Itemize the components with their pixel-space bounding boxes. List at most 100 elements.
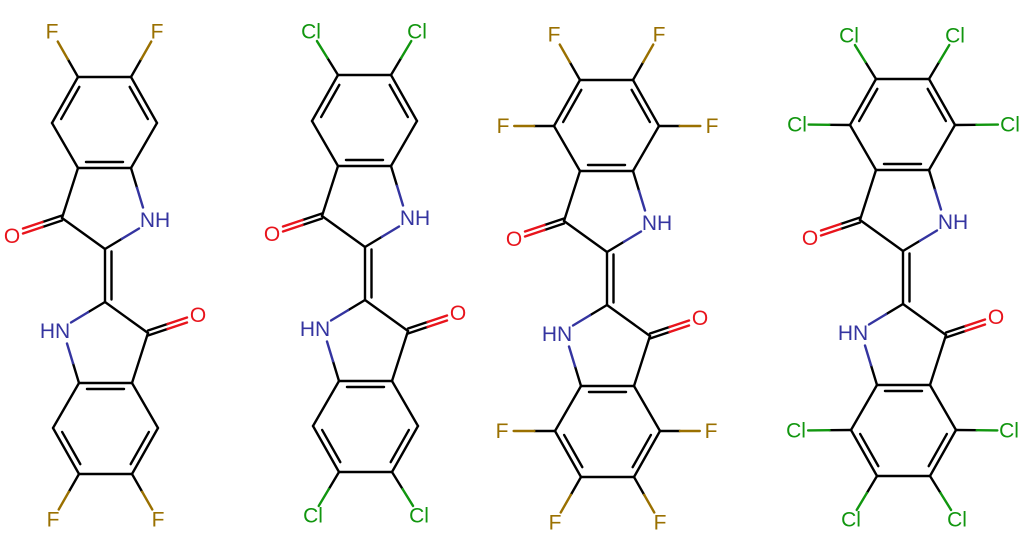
f-atom-top: F [46, 21, 59, 44]
nh-atom: HN [40, 320, 70, 343]
ring-bond [552, 78, 582, 128]
c-n-bond [363, 235, 384, 249]
carbonyl-bond-second [426, 314, 449, 324]
oxygen-atom: O [450, 302, 466, 325]
halogen-bond [927, 60, 941, 81]
carbonyl-bond [146, 327, 169, 337]
ring-bond [553, 384, 583, 433]
ring-bond-inner [128, 85, 150, 121]
carbonyl-bond [406, 325, 429, 335]
halogen-bond [66, 58, 80, 79]
ring-bond [51, 381, 81, 430]
c-n-bond [120, 227, 141, 240]
c-n-bond [103, 237, 124, 251]
ring-bond [130, 426, 160, 476]
cl-atom-bottom: Cl [841, 509, 861, 532]
halogen-bond [317, 487, 331, 508]
ring-bond [901, 302, 948, 337]
halogen-bond [558, 43, 572, 64]
ring-bond [390, 379, 420, 428]
ring-bond-inner [388, 83, 410, 119]
carbonyl-bond-second [281, 223, 304, 233]
ring-bond [928, 428, 958, 478]
ring-bond [632, 429, 662, 479]
c-n-bond [637, 189, 647, 212]
c-n-bond [395, 184, 405, 207]
halogen-bond [326, 56, 340, 77]
carbonyl-bond-second [146, 322, 169, 332]
carbonyl-bond-second [964, 318, 987, 328]
nh-atom: NH [938, 211, 968, 234]
cl-atom-top: Cl [407, 21, 427, 44]
c-n-bond [605, 240, 626, 254]
f-atom-bottom: F [152, 509, 165, 532]
ring-bond [848, 77, 878, 127]
carbonyl-bond-second [166, 316, 189, 326]
ring-bond [632, 334, 652, 388]
c-n-bond [86, 300, 107, 314]
nh-atom: NH [140, 209, 170, 232]
ring-bond-inner [320, 428, 342, 464]
ring-bond [51, 426, 81, 476]
c-n-bond [927, 168, 937, 191]
ring-bond [130, 381, 160, 430]
halogen-bond [559, 493, 573, 514]
ring-bond-inner [60, 430, 82, 466]
ring-bond [553, 429, 583, 479]
oxygen-atom: O [988, 306, 1004, 329]
halogen-bond [928, 474, 942, 495]
nh-atom: HN [300, 318, 330, 341]
carbonyl-bond [839, 216, 862, 226]
carbonyl-bond [426, 319, 449, 329]
cl-atom-bottom: Cl [303, 505, 323, 528]
c-n-bond [135, 186, 145, 209]
cl-atom-bottom: Cl [409, 505, 429, 528]
carbonyl-bond [819, 222, 842, 232]
c-n-bond [588, 303, 609, 317]
f-atom-top: F [706, 115, 719, 138]
oxygen-atom: O [190, 304, 206, 327]
ring-bond [310, 73, 340, 123]
ring-bond [390, 424, 420, 474]
ring-bond [631, 124, 661, 173]
oxygen-atom: O [264, 223, 280, 246]
cl-atom-bottom: Cl [786, 420, 806, 443]
c-n-bond [69, 311, 90, 324]
nh-atom: HN [838, 322, 868, 345]
halogen-bond [401, 487, 415, 508]
cl-atom-bottom: Cl [999, 420, 1019, 443]
c-n-bond [863, 344, 873, 367]
ring-bond [849, 383, 879, 432]
c-n-bond [65, 342, 75, 365]
nh-atom: HN [542, 323, 572, 346]
halogen-bond [327, 470, 341, 491]
c-n-bond [329, 309, 350, 322]
halogen-bond [865, 474, 879, 495]
ring-bond [552, 124, 582, 173]
ring-bond [389, 73, 419, 123]
f-atom-bottom: F [47, 509, 60, 532]
carbonyl-bond [301, 212, 324, 222]
c-n-bond [631, 169, 641, 192]
carbonyl-bond-second [301, 217, 324, 227]
ring-bond [849, 428, 879, 478]
ring-bond [129, 121, 159, 170]
ring-bond [103, 300, 150, 335]
nh-atom: NH [400, 207, 430, 230]
oxygen-atom: O [692, 307, 708, 330]
c-n-bond [571, 314, 592, 327]
ring-bond-inner [319, 83, 341, 119]
ring-bond [60, 216, 107, 251]
ring-bond [858, 168, 878, 222]
cl-atom-bottom: Cl [947, 509, 967, 532]
c-n-bond [71, 362, 81, 385]
carbonyl-bond [21, 220, 44, 230]
ring-bond [50, 75, 80, 125]
carbonyl-bond [523, 223, 546, 233]
ring-bond [848, 123, 878, 172]
c-n-bond [389, 164, 399, 187]
c-n-bond [867, 313, 888, 326]
halogen-bond [569, 475, 583, 496]
